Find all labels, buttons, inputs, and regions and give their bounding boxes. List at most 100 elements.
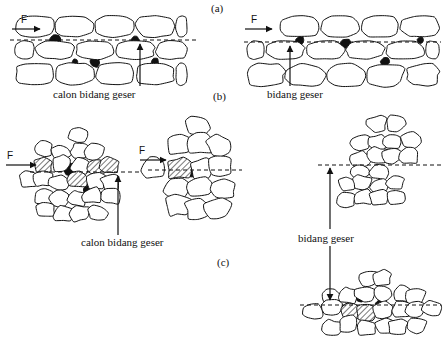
soil-grain <box>386 41 424 59</box>
soil-grain <box>285 64 326 87</box>
soil-grain <box>35 41 74 59</box>
soil-grain <box>101 188 120 204</box>
soil-grain <box>407 318 427 334</box>
soil-grain <box>321 300 342 316</box>
soil-grain <box>15 41 34 59</box>
soil-grain <box>307 41 345 59</box>
soil-grain <box>373 269 391 285</box>
soil-grain <box>367 65 405 88</box>
soil-grain <box>366 115 387 132</box>
soil-grain <box>426 41 439 59</box>
leader-arrow <box>329 168 330 229</box>
force-arrow <box>140 159 166 160</box>
soil-grain <box>210 179 235 198</box>
soil-grain <box>53 155 70 172</box>
soil-grain <box>100 174 119 190</box>
force-label: F <box>20 14 28 25</box>
soil-grain <box>266 41 305 60</box>
leader-arrow <box>139 44 140 86</box>
soil-grain <box>354 287 375 302</box>
soil-grain <box>407 63 440 86</box>
soil-grain <box>400 16 440 37</box>
plane-label: calon bidang geser <box>52 88 136 100</box>
soil-grain <box>346 41 385 59</box>
soil-grain <box>95 16 134 38</box>
soil-grain <box>374 286 392 302</box>
soil-grain <box>204 198 232 219</box>
soil-grain <box>327 63 366 86</box>
panel-label: (a) <box>210 2 224 14</box>
soil-grain <box>321 16 360 37</box>
soil-grain <box>247 63 285 86</box>
shear-plane-line <box>300 305 441 306</box>
soil-grain <box>247 41 264 60</box>
force-arrow <box>12 28 40 29</box>
soil-grain <box>369 165 389 180</box>
soil-grain <box>67 171 88 187</box>
soil-grain <box>176 16 187 37</box>
force-label: F <box>250 14 258 25</box>
force-arrow <box>6 164 36 165</box>
force-label: F <box>138 145 146 156</box>
soil-grain <box>82 187 101 203</box>
soil-grain <box>88 205 109 220</box>
shear-plane-line <box>10 40 196 41</box>
soil-grain <box>35 141 52 157</box>
soil-grain <box>209 156 232 176</box>
soil-grain <box>350 135 370 151</box>
soil-grain <box>76 41 113 60</box>
soil-grain <box>340 315 357 332</box>
soil-grain <box>16 64 53 85</box>
leader-arrow <box>289 46 290 86</box>
soil-grain <box>48 175 70 190</box>
plane-label: bidang geser <box>297 232 355 244</box>
soil-grain <box>369 189 388 204</box>
shear-plane-line <box>318 165 441 166</box>
soil-grain <box>206 134 231 156</box>
soil-grain <box>135 16 174 38</box>
soil-grain <box>176 63 187 86</box>
panel-label: (c) <box>216 256 230 268</box>
soil-grain <box>383 135 401 149</box>
soil-grain <box>362 16 399 37</box>
soil-grain <box>337 192 355 207</box>
soil-grain <box>322 319 343 335</box>
soil-grain <box>399 147 418 163</box>
soil-grain <box>68 128 88 143</box>
soil-grain <box>388 319 407 334</box>
plane-label: calon bidang geser <box>80 236 164 248</box>
soil-grain <box>96 63 134 85</box>
soil-grain <box>387 115 406 132</box>
soil-grain <box>99 156 119 172</box>
soil-grain <box>187 177 213 196</box>
shear-plane-line <box>148 170 242 171</box>
soil-grain <box>69 206 89 222</box>
soil-grain <box>421 300 441 315</box>
soil-grain <box>401 132 422 149</box>
soil-grain <box>280 16 319 37</box>
soil-grain <box>55 16 94 37</box>
panel-label: (b) <box>212 90 227 102</box>
soil-grain <box>373 301 393 318</box>
soil-grain <box>357 320 375 335</box>
soil-grain <box>387 191 405 205</box>
force-label: F <box>6 150 14 161</box>
leader-arrow <box>117 176 118 235</box>
soil-grain <box>84 143 104 160</box>
shear-plane-line <box>30 172 140 173</box>
soil-grain <box>168 157 192 178</box>
soil-grain <box>303 304 323 319</box>
soil-grain <box>116 41 155 60</box>
soil-grain <box>36 203 54 217</box>
leader-arrow <box>329 246 330 300</box>
shear-plane-line <box>244 42 441 43</box>
soil-grain <box>155 41 187 60</box>
soil-grain <box>56 63 95 85</box>
soil-grain <box>353 175 372 190</box>
force-arrow <box>245 28 272 29</box>
plane-label: bidang geser <box>266 88 324 100</box>
soil-grain <box>386 176 405 189</box>
soil-grain <box>137 63 175 84</box>
